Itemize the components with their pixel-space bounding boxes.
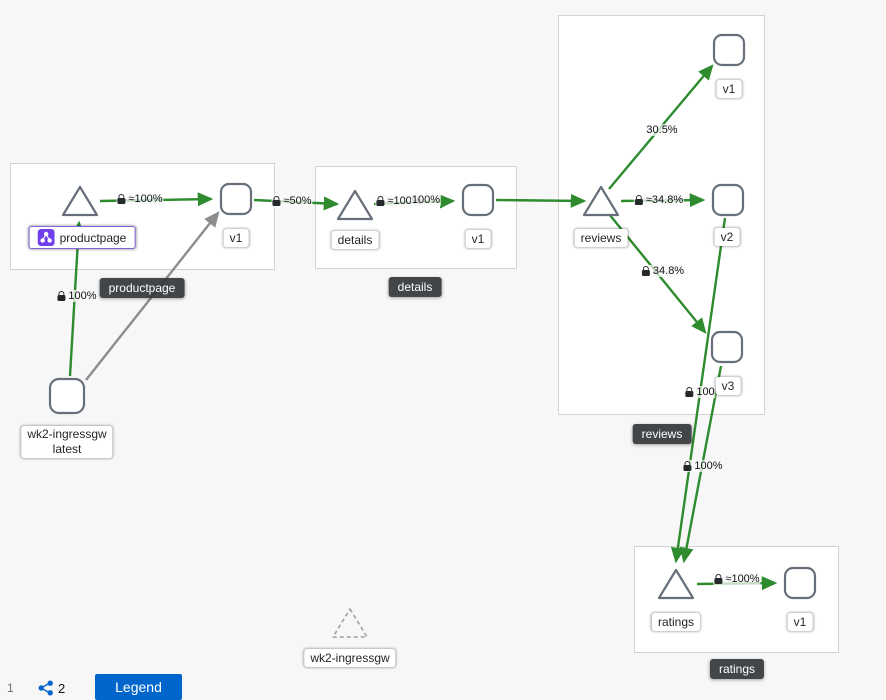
group-box-productpage[interactable] [10, 163, 275, 270]
node-label-ratings[interactable]: ratings [651, 613, 701, 631]
graph-count-value: 2 [58, 680, 66, 696]
edge-label-ratings-v1: ≈100% [713, 573, 761, 585]
node-label-wk2-ingressgw[interactable]: wk2-ingressgw latest [21, 426, 113, 458]
workload-node-reviews-v1[interactable] [712, 33, 746, 67]
mtls-lock-icon [376, 196, 385, 206]
node-label-productpage[interactable]: productpage [28, 226, 136, 249]
edge-detailsv1-to-reviews[interactable] [495, 193, 587, 208]
mtls-lock-icon [685, 387, 694, 397]
node-label-ratings-v1[interactable]: v1 [787, 613, 813, 631]
workload-node-ratings-v1[interactable] [783, 566, 817, 600]
group-badge-reviews: reviews [632, 424, 692, 444]
istio-config-icon [37, 229, 55, 246]
group-badge-details: details [388, 277, 442, 297]
idle-service-node-wk2-ingressgw[interactable] [330, 606, 370, 640]
page-indicator: 1 [7, 681, 14, 695]
service-node-productpage[interactable] [60, 184, 100, 218]
service-node-reviews[interactable] [581, 184, 621, 218]
service-node-ratings[interactable] [656, 567, 696, 601]
node-label-productpage-v1[interactable]: v1 [223, 229, 249, 247]
node-label-text: productpage [59, 230, 127, 245]
mtls-lock-icon [641, 266, 650, 276]
workload-node-details-v1[interactable] [461, 183, 495, 217]
mtls-lock-icon [714, 574, 723, 584]
group-badge-ratings: ratings [709, 659, 765, 679]
edge-label-reviews-v3: 34.8% [640, 265, 686, 277]
node-label-reviews-v3[interactable]: v3 [715, 377, 741, 395]
node-label-details[interactable]: details [331, 231, 379, 249]
edge-label-productpage-v1: ≈100% [116, 193, 164, 205]
workload-node-wk2-ingressgw[interactable] [48, 377, 86, 415]
graph-count-icon [38, 680, 53, 696]
workload-node-productpage-v1[interactable] [219, 182, 253, 216]
edge-label-reviewsv3-ratings: 100 [684, 386, 716, 398]
edge-label-ppv1-details: ≈50% [271, 195, 313, 207]
mtls-lock-icon [57, 291, 66, 301]
service-node-details[interactable] [335, 188, 375, 222]
node-label-reviews[interactable]: reviews [574, 229, 628, 247]
edge-label-reviews-v2: ≈34.8% [633, 194, 685, 206]
node-label-reviews-v2[interactable]: v2 [714, 228, 740, 246]
mtls-lock-icon [117, 194, 126, 204]
mtls-lock-icon [634, 195, 643, 205]
edge-label-detailsv1-reviews: 100% [410, 194, 442, 206]
node-label-reviews-v1[interactable]: v1 [716, 80, 742, 98]
edge-label-reviews-v1: 30.5% [645, 124, 679, 136]
node-label-wk2-ingressgw-idle[interactable]: wk2-ingressgw [304, 649, 396, 667]
edge-label-reviewsv2-ratings: 100% [682, 460, 724, 472]
mtls-lock-icon [683, 461, 692, 471]
graph-count: 2 [38, 680, 65, 696]
workload-node-reviews-v3[interactable] [710, 330, 744, 364]
workload-node-reviews-v2[interactable] [711, 183, 745, 217]
node-label-details-v1[interactable]: v1 [465, 230, 491, 248]
legend-button[interactable]: Legend [95, 674, 182, 700]
mtls-lock-icon [272, 196, 281, 206]
group-box-ratings[interactable] [634, 546, 839, 653]
group-badge-productpage: productpage [99, 278, 185, 298]
edge-label-ingress-productpage: 100% [56, 290, 98, 302]
